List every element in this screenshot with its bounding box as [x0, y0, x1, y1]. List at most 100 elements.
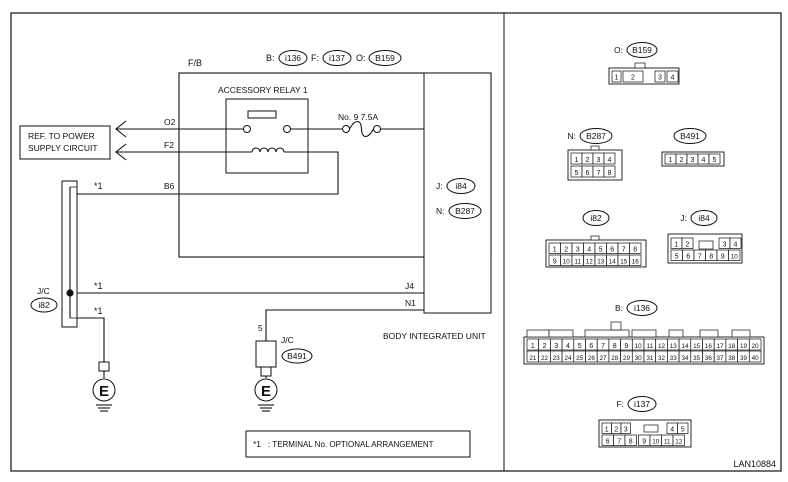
star-b6: *1 [94, 181, 103, 191]
i136-pin-label: 7 [601, 343, 605, 350]
i82-latch [590, 235, 600, 241]
footer-code: LAN10884 [733, 459, 776, 469]
jc-right-conn: B491 [287, 351, 307, 361]
ground-left-terminal [98, 361, 110, 372]
b159-pin-label: 2 [631, 75, 635, 82]
b287-pin-label: 1 [575, 157, 579, 164]
i136-pin-40 [748, 350, 762, 363]
b159-pin-label: 3 [658, 75, 662, 82]
relay-title: ACCESSORY RELAY 1 [218, 85, 308, 95]
i84-pin-4 [729, 237, 742, 249]
i136-latch [526, 329, 550, 338]
i136-pin-label: 19 [740, 343, 748, 350]
i82-pin-8 [629, 242, 642, 254]
i84-pin-label: 3 [723, 241, 727, 248]
i136-pin-label: 6 [589, 343, 593, 350]
i82-pin-label: 8 [633, 246, 637, 253]
b159-pin-3 [654, 70, 666, 83]
i82-pin-label: 9 [553, 258, 557, 265]
b491-pin-5 [708, 153, 721, 165]
jc-right-block [255, 340, 277, 368]
jc-left-conn: i82 [38, 300, 50, 310]
i136-pin-label: 2 [543, 343, 547, 350]
ground-left-icon: E [99, 383, 109, 400]
body-unit-n-key: N: [436, 206, 445, 216]
b287-pin-label: 3 [597, 157, 601, 164]
fuse-icon [349, 120, 374, 138]
i82-pin-label: 5 [599, 246, 603, 253]
b159-badge [626, 42, 658, 58]
b287-pin-4 [603, 152, 616, 165]
i82-pin-label: 16 [632, 258, 640, 265]
b287-pin-label: 6 [586, 170, 590, 177]
i136-pin-label: 27 [600, 355, 608, 362]
i136-pin-label: 30 [635, 355, 643, 362]
i84-pin-label: 1 [675, 241, 679, 248]
jc-left-node [66, 289, 74, 297]
b287-pin-label: 8 [608, 170, 612, 177]
i136-pin-label: 35 [693, 355, 701, 362]
b491-pin-label: 4 [702, 157, 706, 164]
b287-pin-label: 2 [586, 157, 590, 164]
header-b-key: B: [266, 53, 275, 63]
outer-frame [10, 12, 782, 472]
i82-pin-label: 2 [564, 246, 568, 253]
relay-terminal-right [283, 125, 291, 133]
b491-pin-label: 3 [691, 157, 695, 164]
i137-pin-12 [672, 434, 685, 446]
header-b-conn: i136 [285, 53, 301, 63]
b159-pin-4 [666, 70, 679, 83]
i136-pin-label: 26 [588, 355, 596, 362]
ground-right-icon: E [261, 383, 271, 400]
b159-pin-label: 1 [615, 75, 619, 82]
fuse-terminal-left [342, 125, 350, 133]
i136-pin-label: 31 [646, 355, 654, 362]
i136-pin-label: 1 [531, 343, 535, 350]
i136-latch [668, 329, 684, 338]
i84-pin-2 [681, 237, 694, 249]
i137-pin-label: 3 [624, 426, 628, 433]
i137-key-slot [643, 424, 659, 433]
j4-label: J4 [405, 281, 414, 291]
b287-pin-label: 7 [597, 170, 601, 177]
i137-pin-label: 8 [629, 438, 633, 445]
i137-pin-label: 5 [681, 426, 685, 433]
relay-contact-bar [247, 110, 277, 119]
i136-pin-label: 22 [541, 355, 549, 362]
i84-housing [667, 233, 743, 264]
i137-pin-label: 4 [670, 426, 674, 433]
i137-pin-label: 7 [617, 438, 621, 445]
i136-pin-label: 17 [717, 343, 725, 350]
i136-center-latch [610, 321, 622, 331]
header-b-badge [278, 50, 308, 66]
ref-power-line1: REF. TO POWER [28, 131, 95, 141]
i137-pin-label: 2 [614, 426, 618, 433]
jc-left-ground-wire [77, 317, 105, 362]
i82-pin-label: 3 [576, 246, 580, 253]
relay-box [225, 98, 309, 174]
b287-badge [579, 128, 613, 144]
i136-key: B: [615, 303, 623, 313]
i137-pin-8 [624, 434, 637, 446]
ground-right-circle [254, 378, 278, 402]
b287-key: N: [568, 131, 577, 141]
i136-pin-label: 18 [728, 343, 736, 350]
i136-pin-label: 12 [658, 343, 666, 350]
n1-wire [265, 309, 424, 341]
header-o-badge [368, 50, 402, 66]
i137-pin-label: 12 [675, 438, 683, 445]
header-f-conn: i137 [329, 53, 345, 63]
b491-badge [673, 128, 707, 144]
i82-badge [582, 210, 610, 226]
i137-badge [627, 396, 657, 412]
i82-pin-label: 15 [620, 258, 628, 265]
i136-pin-20 [748, 338, 762, 351]
i136-badge [626, 300, 658, 316]
b491-pin-label: 1 [669, 157, 673, 164]
i136-name: i136 [634, 303, 650, 313]
